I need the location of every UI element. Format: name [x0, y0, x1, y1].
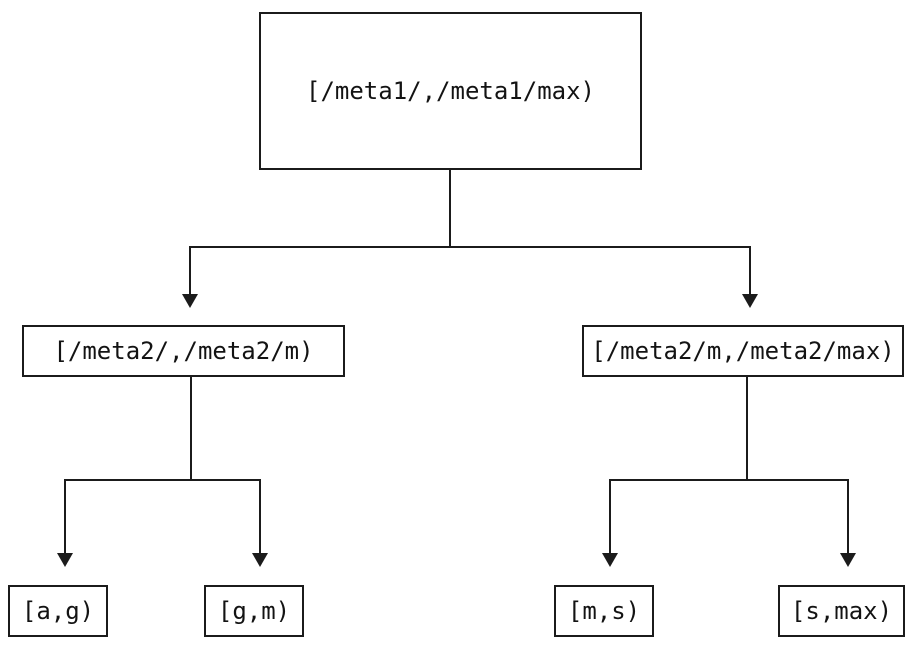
- node-meta2-upper-range: [/meta2/m,/meta2/max): [582, 325, 904, 377]
- arrowhead-down-icon: [57, 553, 73, 567]
- node-leaf-g-m: [g,m): [204, 585, 304, 637]
- arrowhead-down-icon: [182, 294, 198, 308]
- arrowhead-down-icon: [252, 553, 268, 567]
- node-label: [g,m): [217, 597, 291, 625]
- node-leaf-s-max: [s,max): [778, 585, 905, 637]
- connector-root-stem: [449, 170, 451, 248]
- connector-right-to-smax-drop: [847, 479, 849, 553]
- node-label: [/meta2/m,/meta2/max): [591, 337, 895, 365]
- node-meta2-lower-range: [/meta2/,/meta2/m): [22, 325, 345, 377]
- connector-right-stem: [746, 377, 748, 481]
- connector-root-crossbar: [189, 246, 751, 248]
- node-label: [s,max): [790, 597, 893, 625]
- node-label: [a,g): [21, 597, 95, 625]
- connector-root-to-right-drop: [749, 246, 751, 294]
- node-label: [m,s): [567, 597, 641, 625]
- connector-left-stem: [190, 377, 192, 481]
- node-meta1-range: [/meta1/,/meta1/max): [259, 12, 642, 170]
- node-label: [/meta2/,/meta2/m): [53, 337, 314, 365]
- arrowhead-down-icon: [602, 553, 618, 567]
- connector-left-to-ag-drop: [64, 479, 66, 553]
- connector-right-to-ms-drop: [609, 479, 611, 553]
- connector-right-crossbar: [609, 479, 849, 481]
- connector-left-crossbar: [64, 479, 261, 481]
- node-label: [/meta1/,/meta1/max): [306, 77, 595, 105]
- connector-left-to-gm-drop: [259, 479, 261, 553]
- node-leaf-a-g: [a,g): [8, 585, 108, 637]
- connector-root-to-left-drop: [189, 246, 191, 294]
- arrowhead-down-icon: [742, 294, 758, 308]
- arrowhead-down-icon: [840, 553, 856, 567]
- node-leaf-m-s: [m,s): [554, 585, 654, 637]
